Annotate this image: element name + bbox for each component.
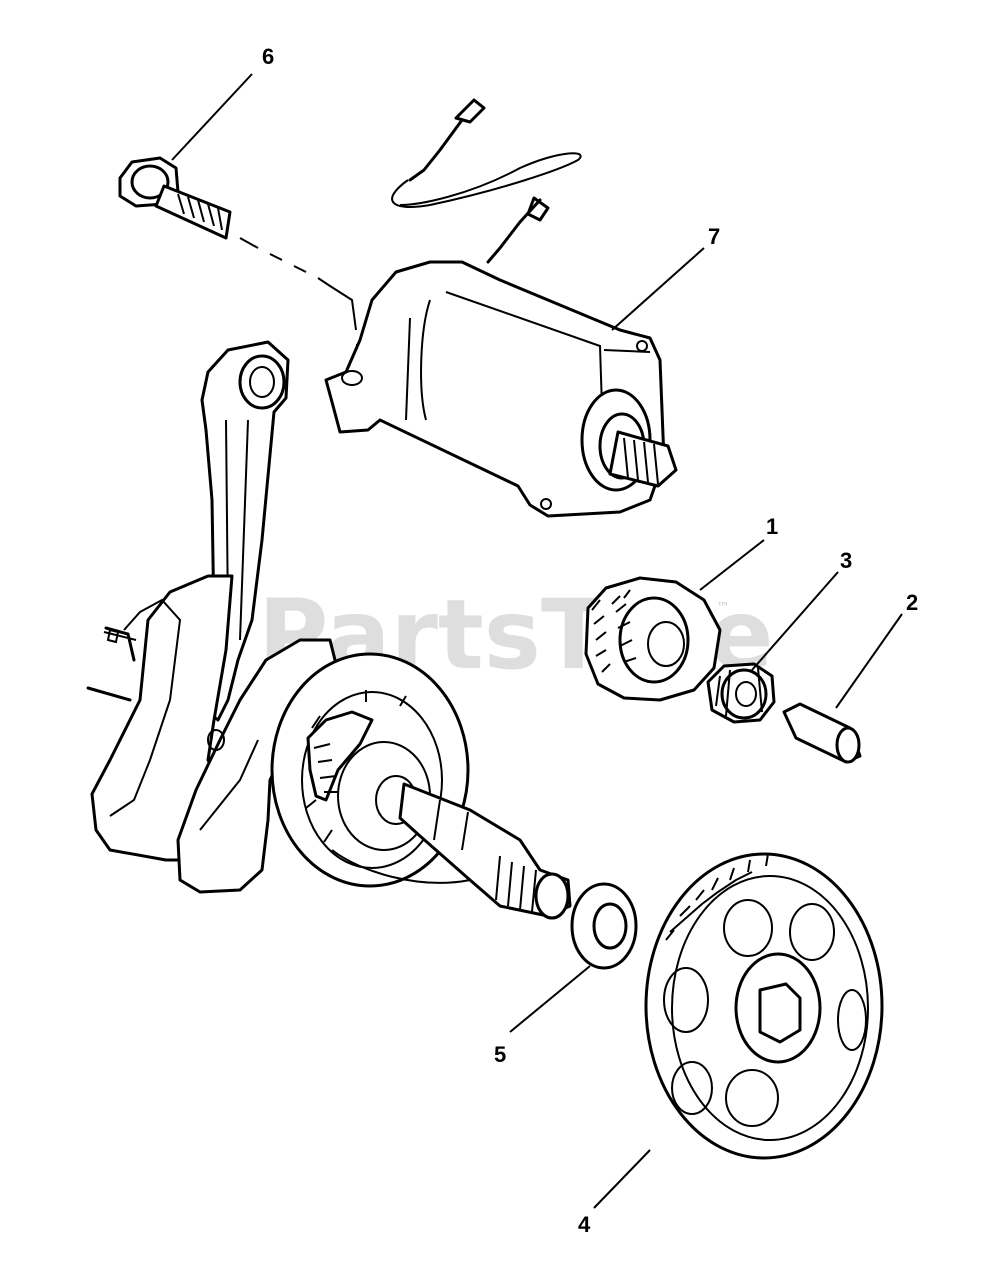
leader-2 — [835, 613, 903, 709]
callout-2: 2 — [906, 590, 918, 615]
callout-3: 3 — [840, 548, 852, 573]
callout-6: 6 — [262, 44, 274, 69]
callout-leaders — [171, 73, 903, 1209]
part-3-needle-bearing[interactable] — [706, 662, 776, 724]
callout-4: 4 — [578, 1212, 591, 1237]
part-5-washer[interactable] — [570, 882, 638, 970]
part-4-driven-gear[interactable] — [644, 852, 884, 1160]
leader-6 — [171, 73, 253, 161]
leader-4 — [593, 1149, 651, 1209]
callout-labels: 6 7 1 3 2 5 4 — [262, 44, 918, 1237]
callout-1: 1 — [766, 514, 778, 539]
watermark-trademark: ™ — [716, 600, 730, 616]
part-6-bolt[interactable] — [118, 156, 232, 240]
part-2-shaft[interactable] — [782, 702, 862, 764]
part-1-idler-gear[interactable] — [584, 576, 722, 702]
part-7-starter-motor[interactable] — [324, 98, 678, 518]
crankshaft-assembly[interactable] — [86, 340, 572, 920]
callout-7: 7 — [708, 224, 720, 249]
leader-3 — [751, 571, 839, 671]
callout-5: 5 — [494, 1042, 506, 1067]
leader-1 — [699, 539, 765, 591]
leader-5 — [509, 965, 591, 1033]
leader-7 — [611, 247, 705, 331]
